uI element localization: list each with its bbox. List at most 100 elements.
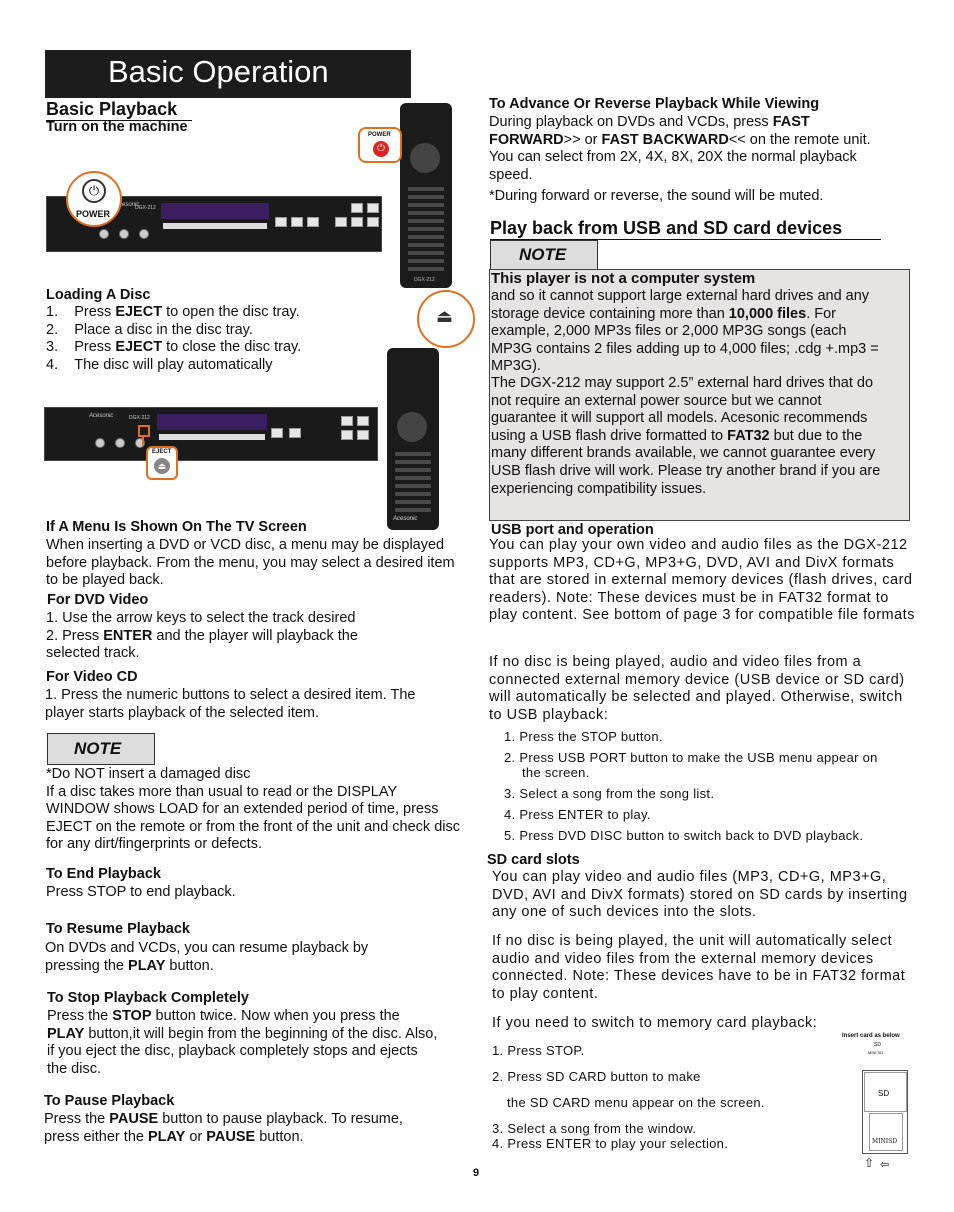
basic-playback-heading: Basic Playback (46, 99, 192, 121)
sd-paragraph-2: If no disc is being played, the unit wil… (492, 933, 906, 1002)
front-button[interactable] (271, 428, 283, 438)
remote-dpad[interactable] (397, 412, 427, 442)
advance-text: During playback on DVDs and VCDs, press … (489, 114, 871, 183)
remote-button-grid[interactable] (395, 448, 431, 512)
disc-tray (159, 434, 265, 440)
note-panel: This player is not a computer system and… (489, 269, 910, 521)
front-button[interactable] (367, 203, 379, 213)
loading-step: 1. Press EJECT to open the disc tray. (46, 304, 300, 320)
loading-step: 2. Place a disc in the disc tray. (46, 321, 253, 338)
title-bar: Basic Operation (45, 50, 411, 98)
dvd-steps: 1. Use the arrow keys to select the trac… (46, 610, 456, 663)
usb-steps: 1. Press the STOP button. 2. Press USB P… (504, 729, 924, 843)
usb-paragraph-1: You can play your own video and audio fi… (489, 537, 915, 624)
usb-paragraph-2: If no disc is being played, audio and vi… (489, 654, 905, 723)
remote-power-callout: POWER ⏻ (358, 127, 402, 163)
resume-heading: To Resume Playback (46, 921, 190, 937)
sd-step: 3. Select a song from the window. (492, 1121, 697, 1136)
usb-step: 1. Press the STOP button. (504, 729, 663, 744)
usb-step-cont: the screen. (522, 765, 590, 780)
knob[interactable] (119, 229, 129, 239)
dvd-heading: For DVD Video (47, 592, 149, 608)
minisd-card-label: MINISD (872, 1138, 898, 1145)
front-button[interactable] (351, 217, 363, 227)
front-button[interactable] (275, 217, 287, 227)
vcd-heading: For Video CD (46, 669, 138, 685)
usb-heading: USB port and operation (491, 522, 654, 538)
dvd-step: 2. Press ENTER and the player will playb… (46, 627, 358, 644)
usb-step: 5. Press DVD DISC button to switch back … (504, 828, 864, 843)
page-number: 9 (473, 1167, 480, 1179)
note-title: This player is not a computer system (491, 270, 756, 287)
knob[interactable] (95, 438, 105, 448)
sd-step: 2. Press SD CARD button to make (492, 1069, 701, 1084)
power-label: POWER (76, 209, 111, 219)
eject-remote-callout: ⏏ (417, 290, 475, 348)
eject-icon[interactable]: ⏏ (154, 458, 170, 474)
eject-button-highlight (138, 425, 150, 437)
sd-step: 1. Press STOP. (492, 1043, 585, 1058)
remote-control-2: Acesonic (387, 348, 439, 530)
end-heading: To End Playback (46, 866, 161, 882)
eject-icon[interactable]: ⏏ (436, 306, 454, 326)
front-button[interactable] (335, 217, 347, 227)
card-caption: Insert card as below (842, 1033, 900, 1039)
front-button[interactable] (289, 428, 301, 438)
front-button[interactable] (291, 217, 303, 227)
eject-label: EJECT (152, 449, 172, 455)
vcd-text: 1. Press the numeric buttons to select a… (45, 687, 416, 721)
knob[interactable] (115, 438, 125, 448)
end-text: Press STOP to end playback. (46, 884, 236, 900)
remote-button-grid[interactable] (408, 183, 444, 273)
loading-step: 4. The disc will play automatically (46, 356, 273, 373)
dvd-step-cont: selected track. (46, 645, 140, 662)
loading-disc-heading: Loading A Disc (46, 287, 151, 303)
display-window (161, 203, 269, 219)
knob[interactable] (139, 229, 149, 239)
sd-paragraph-1: You can play video and audio files (MP3,… (492, 869, 908, 921)
front-button[interactable] (341, 416, 353, 426)
power-icon: ⏻ (82, 179, 106, 203)
disc-tray (163, 223, 267, 229)
menu-heading: If A Menu Is Shown On The TV Screen (46, 519, 307, 535)
page-title: Basic Operation (108, 54, 329, 89)
front-button[interactable] (341, 430, 353, 440)
front-button[interactable] (357, 416, 369, 426)
arrow-left-icon: ⇦ (880, 1159, 890, 1171)
knob[interactable] (99, 229, 109, 239)
front-button[interactable] (351, 203, 363, 213)
stop-text: Press the STOP button twice. Now when yo… (47, 1008, 438, 1077)
resume-text: On DVDs and VCDs, you can resume playbac… (45, 940, 369, 974)
player-front-panel-1: Acesonic DGX-212 (46, 196, 382, 252)
sd-card: SD (864, 1072, 907, 1112)
sd-step: 4. Press ENTER to play your selection. (492, 1136, 729, 1151)
sd-card-label: SD (878, 1089, 890, 1098)
brand-logo: Acesonic (89, 413, 114, 419)
note-text: *Do NOT insert a damaged disc If a disc … (46, 766, 460, 853)
remote-dpad[interactable] (410, 143, 440, 173)
power-icon[interactable]: ⏻ (373, 141, 389, 157)
stop-heading: To Stop Playback Completely (47, 990, 249, 1006)
model-label: DGX-212 (135, 205, 156, 211)
display-window (157, 414, 267, 430)
front-button[interactable] (307, 217, 319, 227)
sd-paragraph-3: If you need to switch to memory card pla… (492, 1015, 818, 1031)
loading-step: 3. Press EJECT to close the disc tray. (46, 339, 302, 356)
muted-note: *During forward or reverse, the sound wi… (489, 188, 824, 204)
knob[interactable] (135, 438, 145, 448)
note-paragraph-2: The DGX-212 may support 2.5” external ha… (491, 375, 881, 497)
brand-logo: Acesonic (115, 202, 140, 208)
remote-power-label: POWER (368, 132, 391, 138)
turn-on-heading: Turn on the machine (46, 119, 188, 135)
arrow-up-icon: ⇧ (864, 1156, 875, 1170)
pause-heading: To Pause Playback (44, 1093, 175, 1109)
power-callout: ⏻ POWER (66, 171, 122, 227)
note-label: NOTE (74, 739, 122, 758)
usb-step: 2. Press USB PORT button to make the USB… (504, 750, 878, 765)
note-label-box: NOTE (490, 240, 598, 271)
front-button[interactable] (367, 217, 379, 227)
front-button[interactable] (357, 430, 369, 440)
sd-step-cont: the SD CARD menu appear on the screen. (507, 1095, 765, 1110)
note-label-box: NOTE (47, 733, 155, 765)
loading-steps: 1. Press EJECT to open the disc tray. 2.… (46, 304, 376, 374)
